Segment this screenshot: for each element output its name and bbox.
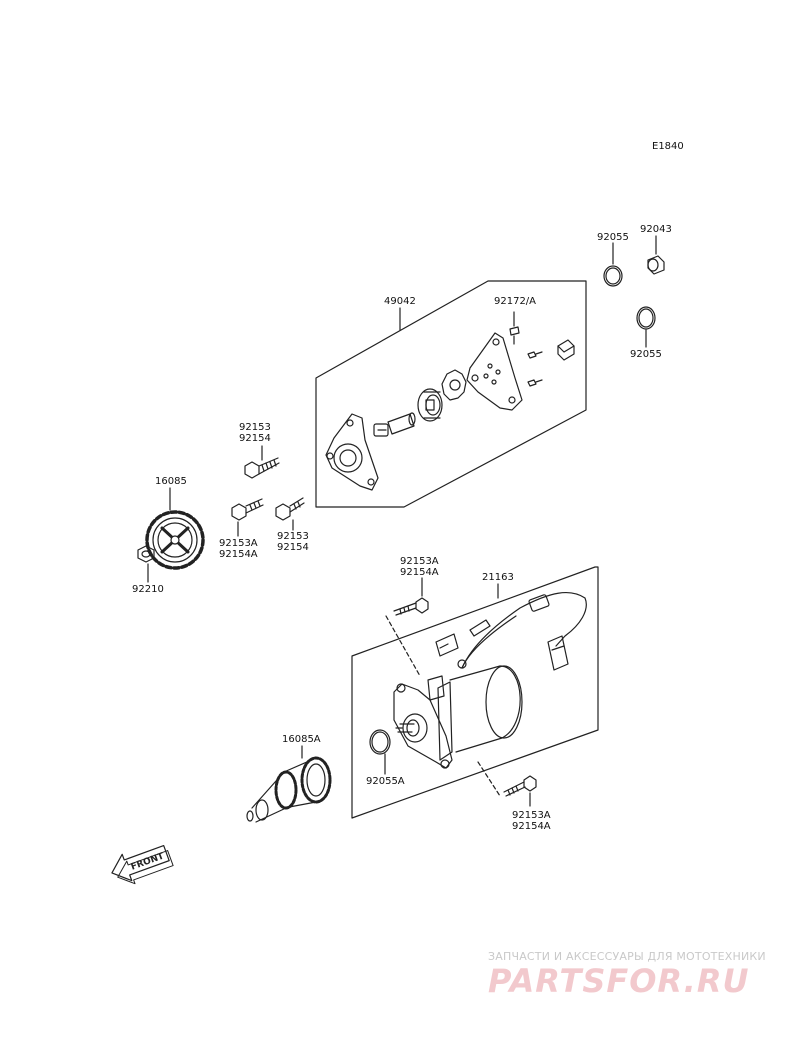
diagram-reference: E1840 bbox=[652, 141, 684, 152]
bushing bbox=[557, 339, 575, 361]
starter-clutch-plate-left bbox=[325, 413, 379, 491]
o-ring-92055-top bbox=[603, 265, 623, 287]
idler-shaft bbox=[373, 412, 416, 437]
cap-92043 bbox=[647, 235, 665, 275]
label-92055A: 92055A bbox=[366, 776, 405, 787]
sprocket-16085 bbox=[145, 487, 205, 570]
bolt-92153A-left bbox=[231, 498, 264, 537]
bolt-92153-mid bbox=[275, 497, 305, 531]
front-label: FRONT bbox=[130, 851, 167, 872]
watermark-logo: PARTSFOR.RU bbox=[488, 962, 750, 1000]
label-92153-top: 92153 92154 bbox=[239, 422, 271, 444]
assembly-frame-21163 bbox=[351, 566, 599, 819]
label-92172A: 92172/A bbox=[494, 296, 537, 307]
star-gear bbox=[441, 369, 467, 401]
assembly-frame-49042 bbox=[315, 280, 587, 508]
label-92153A-lower: 92153A 92154A bbox=[512, 810, 551, 832]
screws-92172A bbox=[509, 311, 543, 387]
o-ring-92055A bbox=[369, 729, 391, 775]
starter-drive-16085A bbox=[246, 745, 332, 823]
label-21163: 21163 bbox=[482, 572, 514, 583]
label-92210: 92210 bbox=[132, 584, 164, 595]
wiring-harness bbox=[435, 591, 587, 671]
label-92153-mid: 92153 92154 bbox=[277, 531, 309, 553]
label-92043: 92043 bbox=[640, 224, 672, 235]
nut-92210 bbox=[137, 545, 155, 583]
label-16085: 16085 bbox=[155, 476, 187, 487]
bolt-92153A-lower bbox=[477, 761, 537, 807]
bolt-92153-top bbox=[244, 445, 280, 479]
o-ring-92055-right bbox=[636, 306, 656, 330]
label-92055-right: 92055 bbox=[630, 349, 662, 360]
bolt-92153A-upper bbox=[385, 577, 429, 677]
cover-plate-right bbox=[466, 332, 523, 411]
front-arrow-icon bbox=[111, 844, 174, 885]
label-16085A: 16085A bbox=[282, 734, 321, 745]
label-92153A-left: 92153A 92154A bbox=[219, 538, 258, 560]
rotor bbox=[417, 388, 443, 422]
watermark-subtitle: ЗАПЧАСТИ И АКСЕССУАРЫ ДЛЯ МОТОТЕХНИКИ bbox=[488, 950, 766, 963]
starter-motor bbox=[393, 665, 523, 769]
label-92153A-upper: 92153A 92154A bbox=[400, 556, 439, 578]
label-49042: 49042 bbox=[384, 296, 416, 307]
label-92055-top: 92055 bbox=[597, 232, 629, 243]
